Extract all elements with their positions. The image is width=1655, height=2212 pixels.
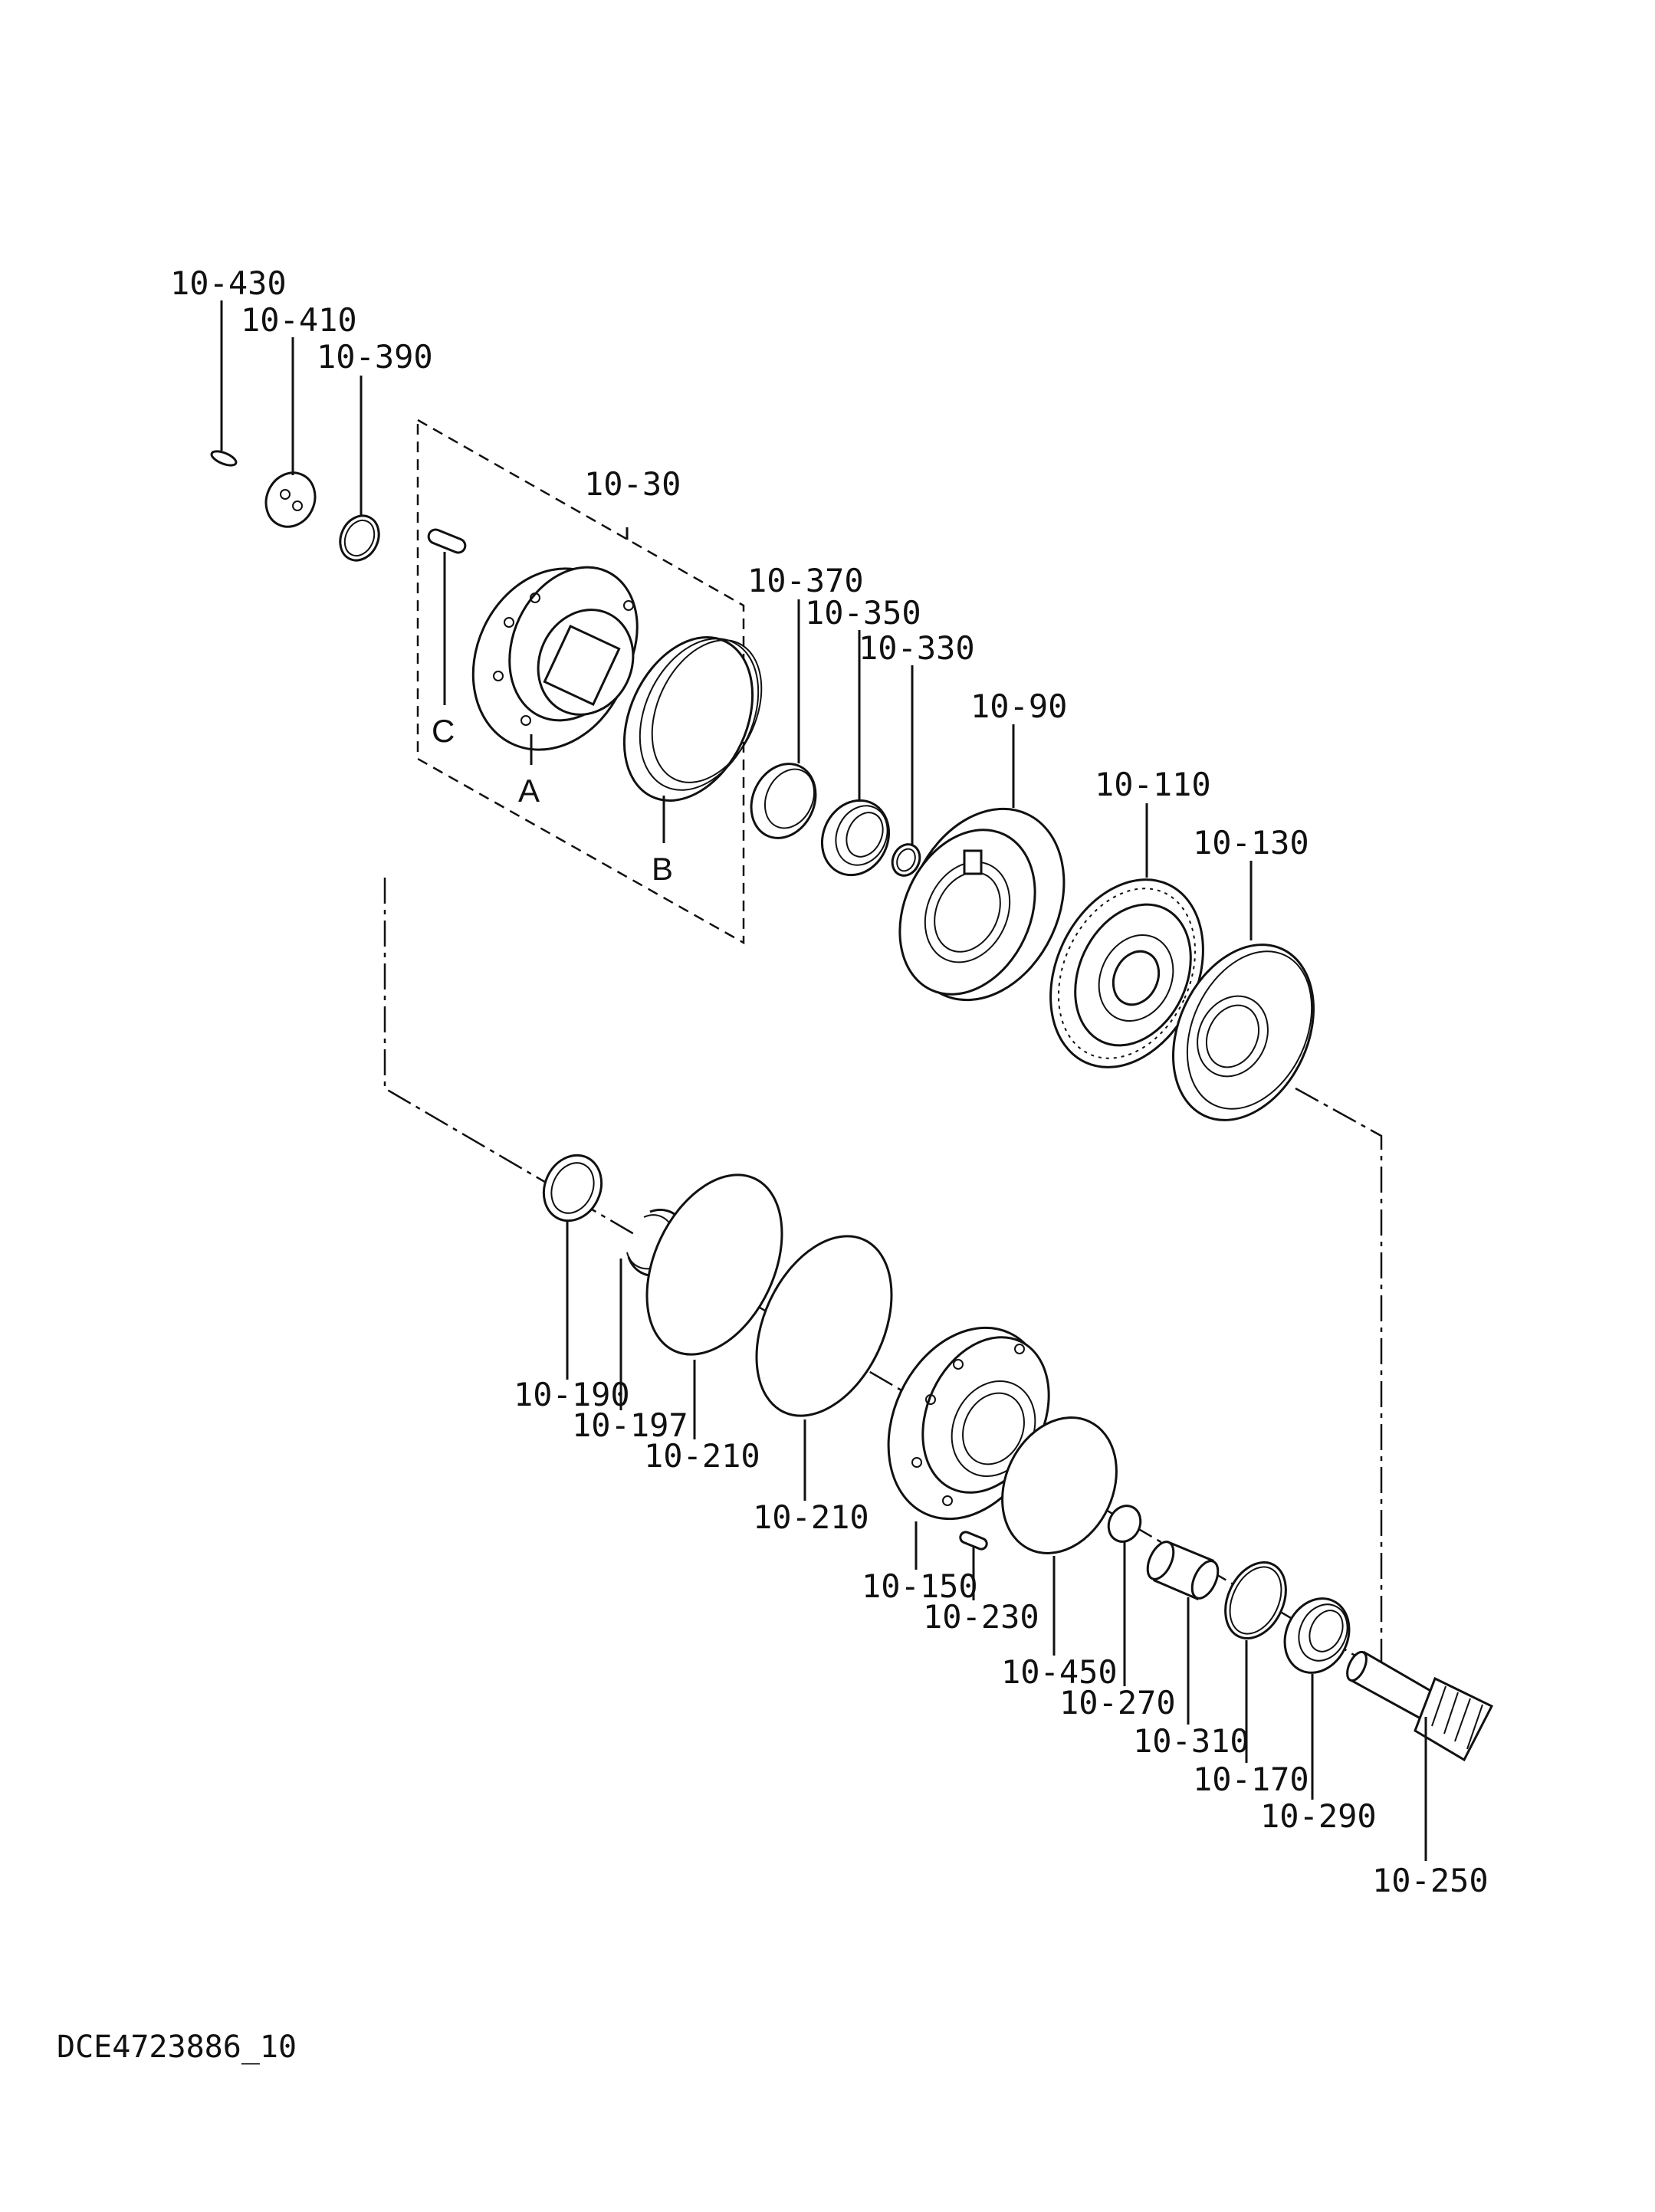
label-B: B	[652, 851, 673, 887]
part-10-130	[1172, 944, 1315, 1121]
label-10-450: 10-450	[1001, 1653, 1118, 1691]
part-10-390	[339, 514, 380, 562]
label-10-150: 10-150	[862, 1567, 978, 1605]
part-10-230	[959, 1531, 988, 1551]
label-10-370: 10-370	[747, 562, 864, 599]
part-10-250	[1346, 1650, 1494, 1762]
label-A: A	[518, 773, 540, 809]
part-10-330	[891, 843, 921, 877]
part-10-90	[898, 807, 1066, 1002]
part-10-290	[1283, 1597, 1351, 1674]
label-10-210-a: 10-210	[644, 1437, 760, 1475]
part-A-housing	[471, 566, 639, 751]
part-10-170	[1224, 1561, 1287, 1640]
part-10-210-b	[755, 1235, 893, 1417]
part-10-190	[542, 1154, 603, 1223]
part-10-370	[750, 763, 817, 839]
part-10-310	[1146, 1541, 1220, 1600]
part-10-270	[1107, 1505, 1142, 1543]
label-10-410: 10-410	[241, 301, 357, 339]
part-10-350	[820, 799, 891, 877]
drawing-code: DCE4723886_10	[57, 2030, 297, 2065]
part-10-110	[1049, 878, 1204, 1068]
label-10-170: 10-170	[1193, 1761, 1309, 1798]
label-10-110: 10-110	[1095, 766, 1211, 803]
label-10-250: 10-250	[1372, 1862, 1489, 1899]
label-10-230: 10-230	[923, 1598, 1039, 1636]
label-10-90: 10-90	[970, 688, 1067, 725]
leader-lines	[220, 300, 1427, 1861]
label-10-390: 10-390	[317, 338, 433, 376]
label-10-290: 10-290	[1260, 1797, 1377, 1835]
label-C: C	[432, 713, 455, 749]
part-10-450	[1001, 1416, 1118, 1554]
part-B-ring	[622, 636, 763, 802]
assembly-group-outline	[416, 418, 745, 945]
part-10-410	[264, 471, 317, 528]
label-10-270: 10-270	[1059, 1684, 1176, 1721]
part-10-430	[210, 450, 238, 467]
part-10-210-a	[645, 1173, 783, 1356]
label-10-130: 10-130	[1193, 824, 1309, 861]
label-10-210-b: 10-210	[753, 1498, 869, 1536]
label-10-310: 10-310	[1133, 1722, 1249, 1760]
part-C-pin	[427, 528, 467, 554]
part-labels: 10-430 10-410 10-390 10-30 C A B 10-370 …	[170, 264, 1489, 1899]
label-10-350: 10-350	[805, 594, 921, 632]
label-10-197: 10-197	[572, 1406, 688, 1444]
label-10-30: 10-30	[584, 465, 681, 503]
label-10-330: 10-330	[859, 629, 975, 667]
label-10-190: 10-190	[514, 1376, 630, 1413]
label-10-430: 10-430	[170, 264, 287, 302]
